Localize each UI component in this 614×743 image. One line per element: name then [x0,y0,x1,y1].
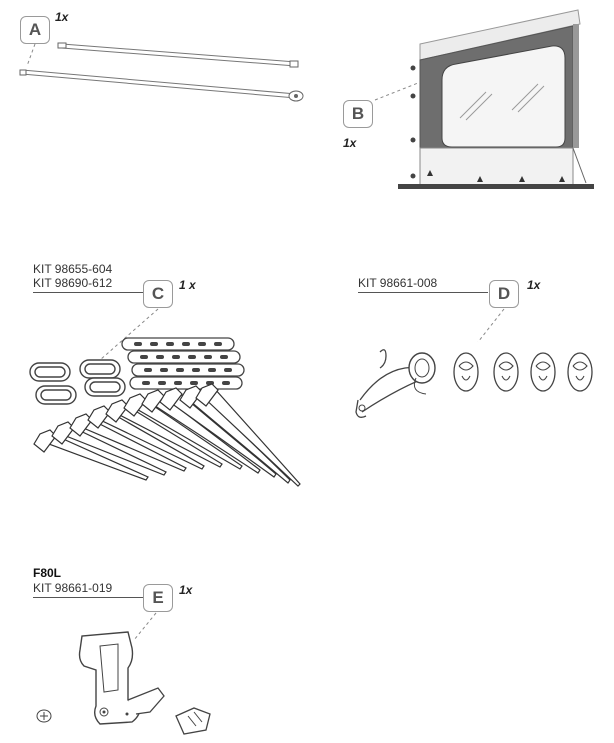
qty-c: 1 x [179,278,196,292]
divider-e [33,597,143,598]
qty-d: 1x [527,278,541,292]
model-e: F80L [33,566,62,580]
qty-b: 1x [343,136,357,150]
kit-c-line-2: KIT 98690-612 [33,276,113,290]
qty-a: 1x [55,10,69,24]
kit-e-line-1: KIT 98661-019 [33,581,113,595]
qty-e: 1x [179,583,193,597]
badge-b: B [343,100,373,128]
badge-c: C [143,280,173,308]
kit-c-line-1: KIT 98655-604 [33,262,113,276]
kit-d-line-1: KIT 98661-008 [358,276,438,290]
badge-d: D [489,280,519,308]
divider-c [33,292,143,293]
badge-a: A [20,16,50,44]
divider-d [358,292,488,293]
badge-e: E [143,584,173,612]
